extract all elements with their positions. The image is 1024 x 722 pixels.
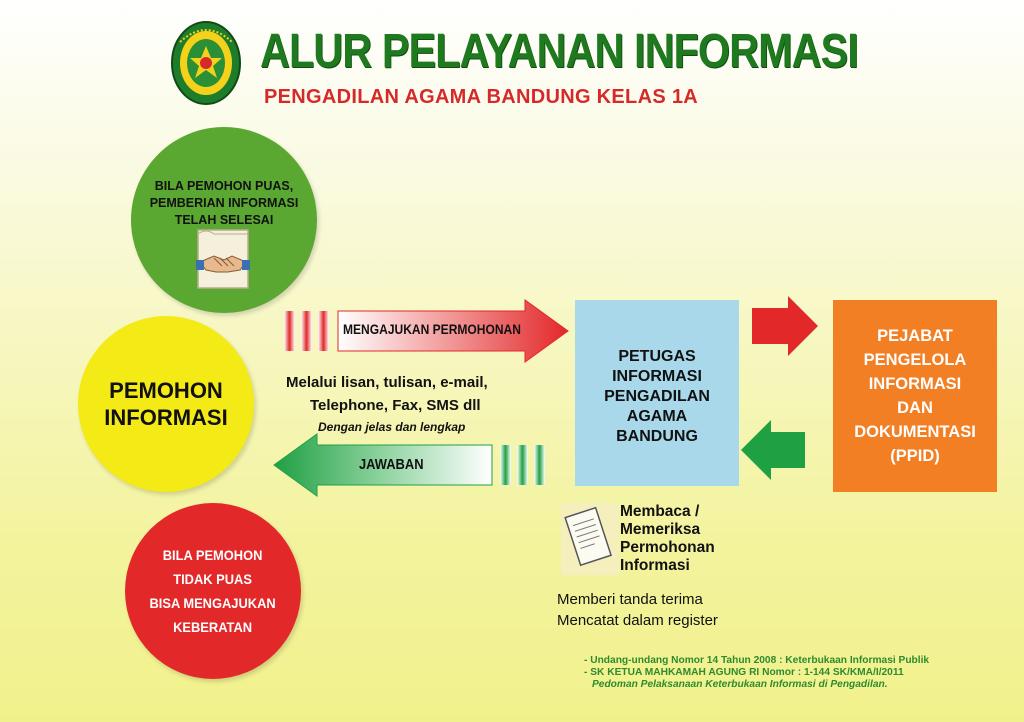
receipt-line: Memberi tanda terima xyxy=(557,591,703,608)
page-title: ALUR PELAYANAN INFORMASI xyxy=(260,25,859,78)
court-emblem-icon xyxy=(171,21,241,105)
ppid-box: PEJABAT PENGELOLA INFORMASI DAN DOKUMENT… xyxy=(833,300,997,492)
reference-line: - SK KETUA MAHKAMAH AGUNG RI Nomor : 1-1… xyxy=(584,667,904,678)
reference-line: - Undang-undang Nomor 14 Tahun 2008 : Ke… xyxy=(584,655,930,666)
ppid-line: PEJABAT xyxy=(877,327,953,345)
ppid-line: (PPID) xyxy=(890,447,940,465)
methods-line: Telephone, Fax, SMS dll xyxy=(310,397,481,414)
register-line: Mencatat dalam register xyxy=(557,612,718,629)
page-subtitle: PENGADILAN AGAMA BANDUNG KELAS 1A xyxy=(264,86,698,108)
ppid-line: DOKUMENTASI xyxy=(854,423,976,441)
satisfied-line: PEMBERIAN INFORMASI xyxy=(149,195,299,210)
officer-line: INFORMASI xyxy=(612,368,702,385)
reference-line: Pedoman Pelaksanaan Keterbukaan Informas… xyxy=(592,679,888,690)
satisfied-circle: BILA PEMOHON PUAS, PEMBERIAN INFORMASI T… xyxy=(131,127,317,313)
handshake-scroll-icon xyxy=(196,229,250,289)
unsatisfied-line: KEBERATAN xyxy=(173,619,253,635)
ppid-line: PENGELOLA xyxy=(863,351,967,369)
applicant-line: INFORMASI xyxy=(104,405,228,430)
request-arrow-label: MENGAJUKAN PERMOHONAN xyxy=(343,321,521,337)
ppid-line: INFORMASI xyxy=(868,375,962,393)
forward-arrow xyxy=(752,296,818,356)
ppid-line: DAN xyxy=(897,399,933,417)
read-line: Membaca / xyxy=(620,503,700,520)
applicant-circle: PEMOHON INFORMASI xyxy=(78,316,254,492)
applicant-line: PEMOHON xyxy=(109,378,223,403)
document-icon xyxy=(561,503,619,575)
answer-arrow-stripes xyxy=(500,445,545,485)
unsatisfied-line: BISA MENGAJUKAN xyxy=(149,595,277,611)
officer-line: AGAMA xyxy=(626,408,688,425)
unsatisfied-line: BILA PEMOHON xyxy=(163,547,263,563)
submission-methods: Melalui lisan, tulisan, e-mail, Telephon… xyxy=(286,371,488,437)
officer-line: BANDUNG xyxy=(616,428,698,445)
read-process-text: Membaca / Memeriksa Permohonan Informasi xyxy=(620,503,715,575)
methods-note: Dengan jelas dan lengkap xyxy=(318,420,466,434)
satisfied-line: TELAH SELESAI xyxy=(174,212,274,227)
unsatisfied-line: TIDAK PUAS xyxy=(173,571,253,587)
satisfied-line: BILA PEMOHON PUAS, xyxy=(154,178,294,193)
officer-line: PENGADILAN xyxy=(604,388,710,405)
legal-references: - Undang-undang Nomor 14 Tahun 2008 : Ke… xyxy=(584,655,929,691)
unsatisfied-circle: BILA PEMOHON TIDAK PUAS BISA MENGAJUKAN … xyxy=(125,503,301,679)
back-arrow xyxy=(741,420,805,480)
officer-line: PETUGAS xyxy=(618,348,696,365)
methods-line: Melalui lisan, tulisan, e-mail, xyxy=(286,374,488,391)
read-line: Informasi xyxy=(620,557,690,574)
read-line: Permohonan xyxy=(620,539,715,556)
register-process-text: Memberi tanda terima Mencatat dalam regi… xyxy=(557,589,718,631)
answer-arrow-label: JAWABAN xyxy=(359,456,424,473)
officer-box: PETUGAS INFORMASI PENGADILAN AGAMA BANDU… xyxy=(575,300,739,486)
read-line: Memeriksa xyxy=(620,521,701,538)
request-arrow-stripes xyxy=(284,311,329,351)
